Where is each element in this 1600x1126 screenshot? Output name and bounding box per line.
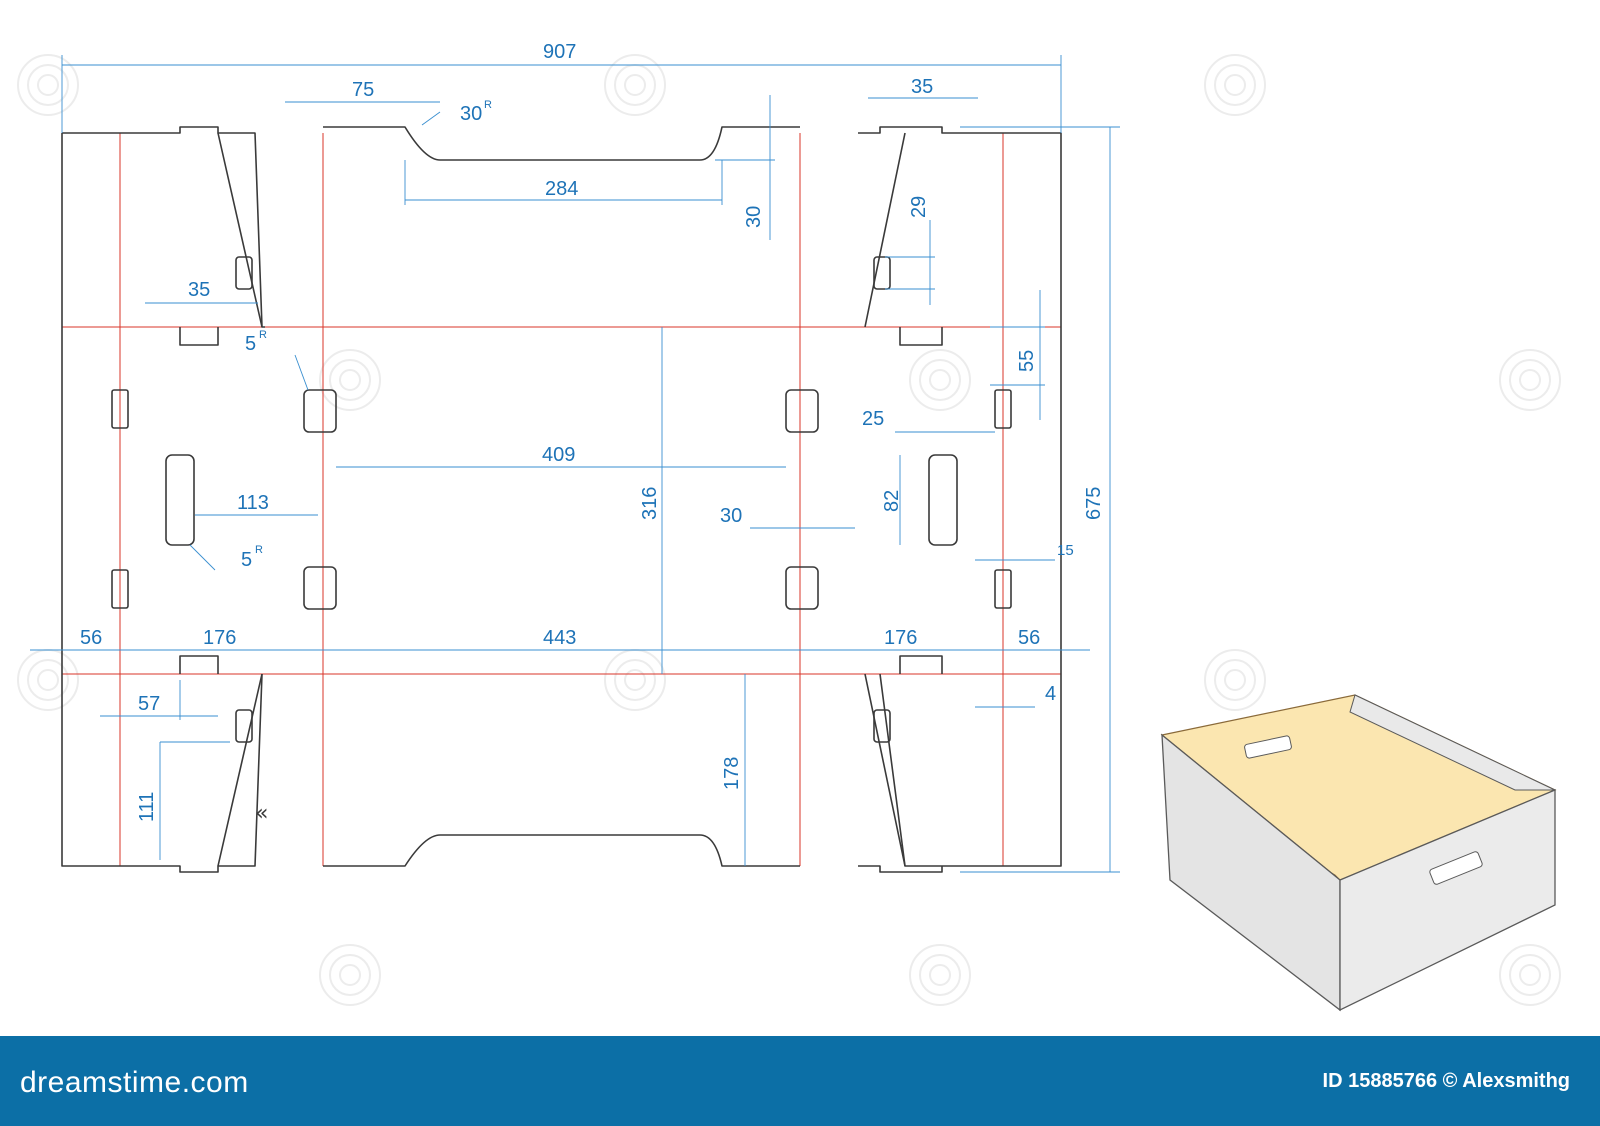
dim-slot-offset: 113 (237, 492, 269, 514)
flap-tab-3 (235, 709, 253, 743)
slot-4 (994, 569, 1012, 609)
dim-flap-tab-offset: 57 (138, 693, 160, 715)
dim-inner-height: 316 (639, 487, 661, 520)
dim-handle-radius: 30 (460, 103, 482, 125)
dieline-outline (61, 126, 1062, 873)
dim-tab-width-left: 35 (188, 279, 210, 301)
slot-6 (303, 566, 337, 610)
dim-corner-radius-top: 5 (245, 333, 256, 355)
flap-cut-bottom-right (864, 673, 906, 867)
dim-corner-radius-top-mark: R (259, 329, 267, 341)
flap-cut-top-left (217, 132, 263, 328)
dim-panel-center: 443 (543, 627, 576, 649)
dim-corner-radius-side: 5 (241, 549, 252, 571)
flap-cut-bottom-left (217, 673, 263, 867)
notch-bottom-right (899, 655, 943, 674)
dim-handle-offset: 75 (352, 79, 374, 101)
slot-3 (994, 389, 1012, 429)
slot-5 (303, 389, 337, 433)
dim-handle-radius-mark: R (484, 99, 492, 111)
dim-flap-bottom-height: 178 (721, 757, 743, 790)
flap-cut-top-right (864, 132, 906, 328)
flap-tab-1 (235, 256, 253, 290)
dim-handle-length: 284 (545, 178, 578, 200)
dim-total-width: 907 (543, 41, 576, 63)
notch-top-right (899, 327, 943, 346)
crease-lines (62, 133, 1061, 866)
flap-tab-4 (873, 709, 891, 743)
dim-slot-gap: 30 (720, 505, 742, 527)
dim-panel-right: 56 (1018, 627, 1040, 649)
slot-1 (111, 389, 129, 429)
site-logo: dreamstime.com (20, 1066, 249, 1099)
dim-notch-height: 111 (136, 792, 158, 822)
image-credit: ID 15885766 © Alexsmithg (1322, 1070, 1570, 1092)
hand-hole-left (165, 454, 195, 546)
slot-7 (785, 389, 819, 433)
notch-bottom-left (179, 655, 219, 674)
dim-tab-spacing: 25 (862, 408, 884, 430)
assembled-box-illustration (1160, 694, 1557, 1012)
dim-edge-gap: 15 (1057, 542, 1074, 559)
grain-mark: « (255, 801, 268, 826)
dim-corner-radius-side-mark: R (255, 544, 263, 556)
footer-bar: dreamstime.com ID 15885766 © Alexsmithg (0, 1036, 1600, 1126)
dim-flap-side-top: 55 (1016, 350, 1038, 372)
dim-tab-width-top: 35 (911, 76, 933, 98)
dim-total-height: 675 (1083, 487, 1105, 520)
dim-panel-side-left: 176 (203, 627, 236, 649)
slot-8 (785, 566, 819, 610)
flap-tab-2 (873, 256, 891, 290)
dim-hand-slot-height: 82 (881, 490, 903, 512)
watermark-pattern (17, 54, 1561, 1006)
dim-handle-depth: 30 (743, 206, 765, 228)
notch-top-left (179, 327, 219, 346)
dim-panel-side-right: 176 (884, 627, 917, 649)
dim-inner-width: 409 (542, 444, 575, 466)
dim-panel-left: 56 (80, 627, 102, 649)
dieline-drawing: « (17, 41, 1561, 1012)
dim-slot-height-right: 29 (908, 196, 930, 218)
slot-2 (111, 569, 129, 609)
dimension-lines (30, 55, 1120, 873)
hand-hole-right (928, 454, 958, 546)
dim-margin-small: 4 (1045, 683, 1056, 705)
